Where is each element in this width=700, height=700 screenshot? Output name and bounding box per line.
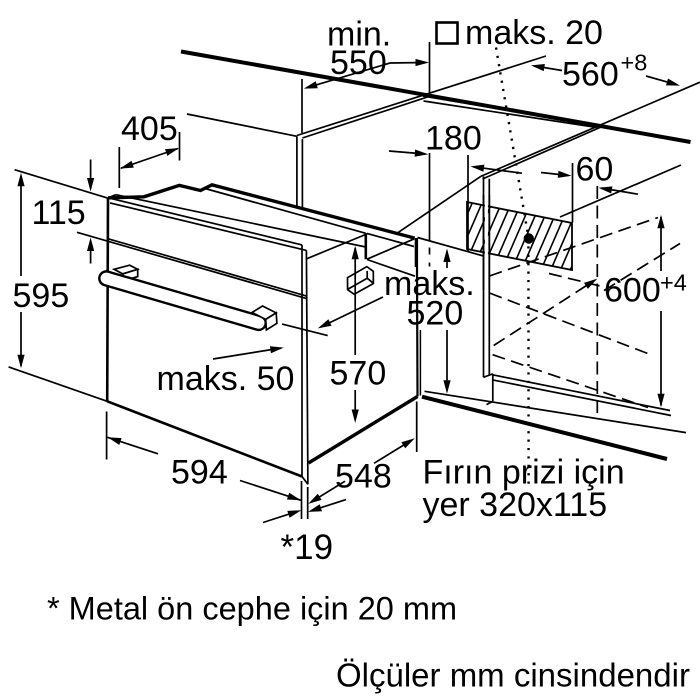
svg-text:yer 320x115: yer 320x115: [423, 486, 608, 524]
svg-text:60: 60: [576, 151, 614, 189]
svg-text:115: 115: [32, 194, 86, 232]
svg-text:maks.: maks.: [384, 265, 475, 303]
svg-text:Fırın prizi için: Fırın prizi için: [423, 454, 625, 492]
svg-text:*19: *19: [281, 528, 334, 567]
svg-text:594: 594: [171, 454, 228, 492]
svg-text:405: 405: [121, 110, 178, 148]
svg-text:548: 548: [335, 458, 392, 496]
svg-text:min.: min.: [327, 16, 391, 54]
svg-text:560: 560: [562, 56, 619, 94]
svg-text:+4: +4: [660, 270, 687, 296]
svg-text:maks. 50: maks. 50: [157, 360, 295, 398]
svg-text:570: 570: [330, 355, 387, 393]
svg-text:180: 180: [425, 120, 482, 158]
svg-text:520: 520: [407, 295, 464, 333]
svg-text:* Metal ön cephe için 20 mm: * Metal ön cephe için 20 mm: [47, 591, 457, 627]
svg-text:maks. 20: maks. 20: [465, 14, 603, 52]
svg-text:600: 600: [604, 272, 661, 310]
svg-text:+8: +8: [621, 50, 648, 76]
svg-text:595: 595: [13, 277, 70, 315]
svg-text:550: 550: [330, 44, 387, 82]
svg-text:Ölçüler mm cinsindendir: Ölçüler mm cinsindendir: [336, 657, 690, 694]
